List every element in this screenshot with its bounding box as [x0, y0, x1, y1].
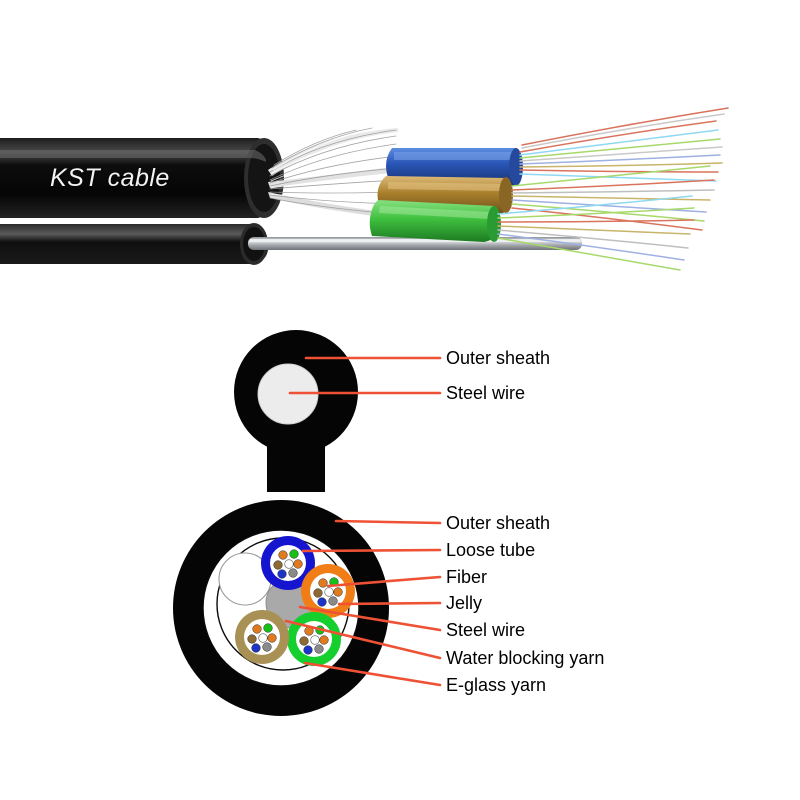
core-cross-section [173, 500, 389, 716]
optical-fibers-photo [497, 107, 729, 271]
leader-line-water-blocking-yarn [284, 619, 442, 660]
leader-line-jelly [337, 601, 442, 606]
loose-tube-tan [235, 610, 289, 664]
messenger-jacket-photo [0, 223, 268, 265]
leader-line-e-glass-yarn [303, 661, 442, 687]
loose-tube-green [287, 612, 341, 666]
brand-label: KST cable [50, 164, 170, 192]
loose-tube-blue [261, 536, 315, 590]
leader-line-loose-tube [301, 548, 442, 553]
diagram-background [0, 310, 800, 800]
label-loose-tube: Loose tube [446, 540, 536, 560]
leader-line-fiber [326, 575, 442, 588]
diagram-svg [0, 310, 800, 800]
loose-tube-orange [301, 564, 355, 618]
leader-lines [284, 356, 442, 687]
label-steel-wire-core: Steel wire [446, 620, 526, 640]
outer-sheath-photo [0, 138, 284, 218]
label-water-blocking-yarn: Water blocking yarn [446, 648, 605, 668]
label-outer-sheath-core: Outer sheath [446, 513, 551, 533]
label-jelly: Jelly [446, 593, 483, 613]
label-steel-wire-messenger: Steel wire [446, 383, 526, 403]
cable-photograph: KST cable [0, 0, 800, 310]
e-glass-yarn-ring [202, 529, 360, 687]
photo-svg [0, 0, 800, 310]
loose-tubes-photo [369, 148, 523, 242]
label-fiber: Fiber [446, 567, 488, 587]
leader-line-steel-wire-core [298, 605, 442, 632]
leader-line-outer-sheath-core [334, 519, 442, 525]
label-outer-sheath-messenger: Outer sheath [446, 348, 551, 368]
label-e-glass-yarn: E-glass yarn [446, 675, 547, 695]
messenger-steel-wire-photo [248, 237, 582, 250]
